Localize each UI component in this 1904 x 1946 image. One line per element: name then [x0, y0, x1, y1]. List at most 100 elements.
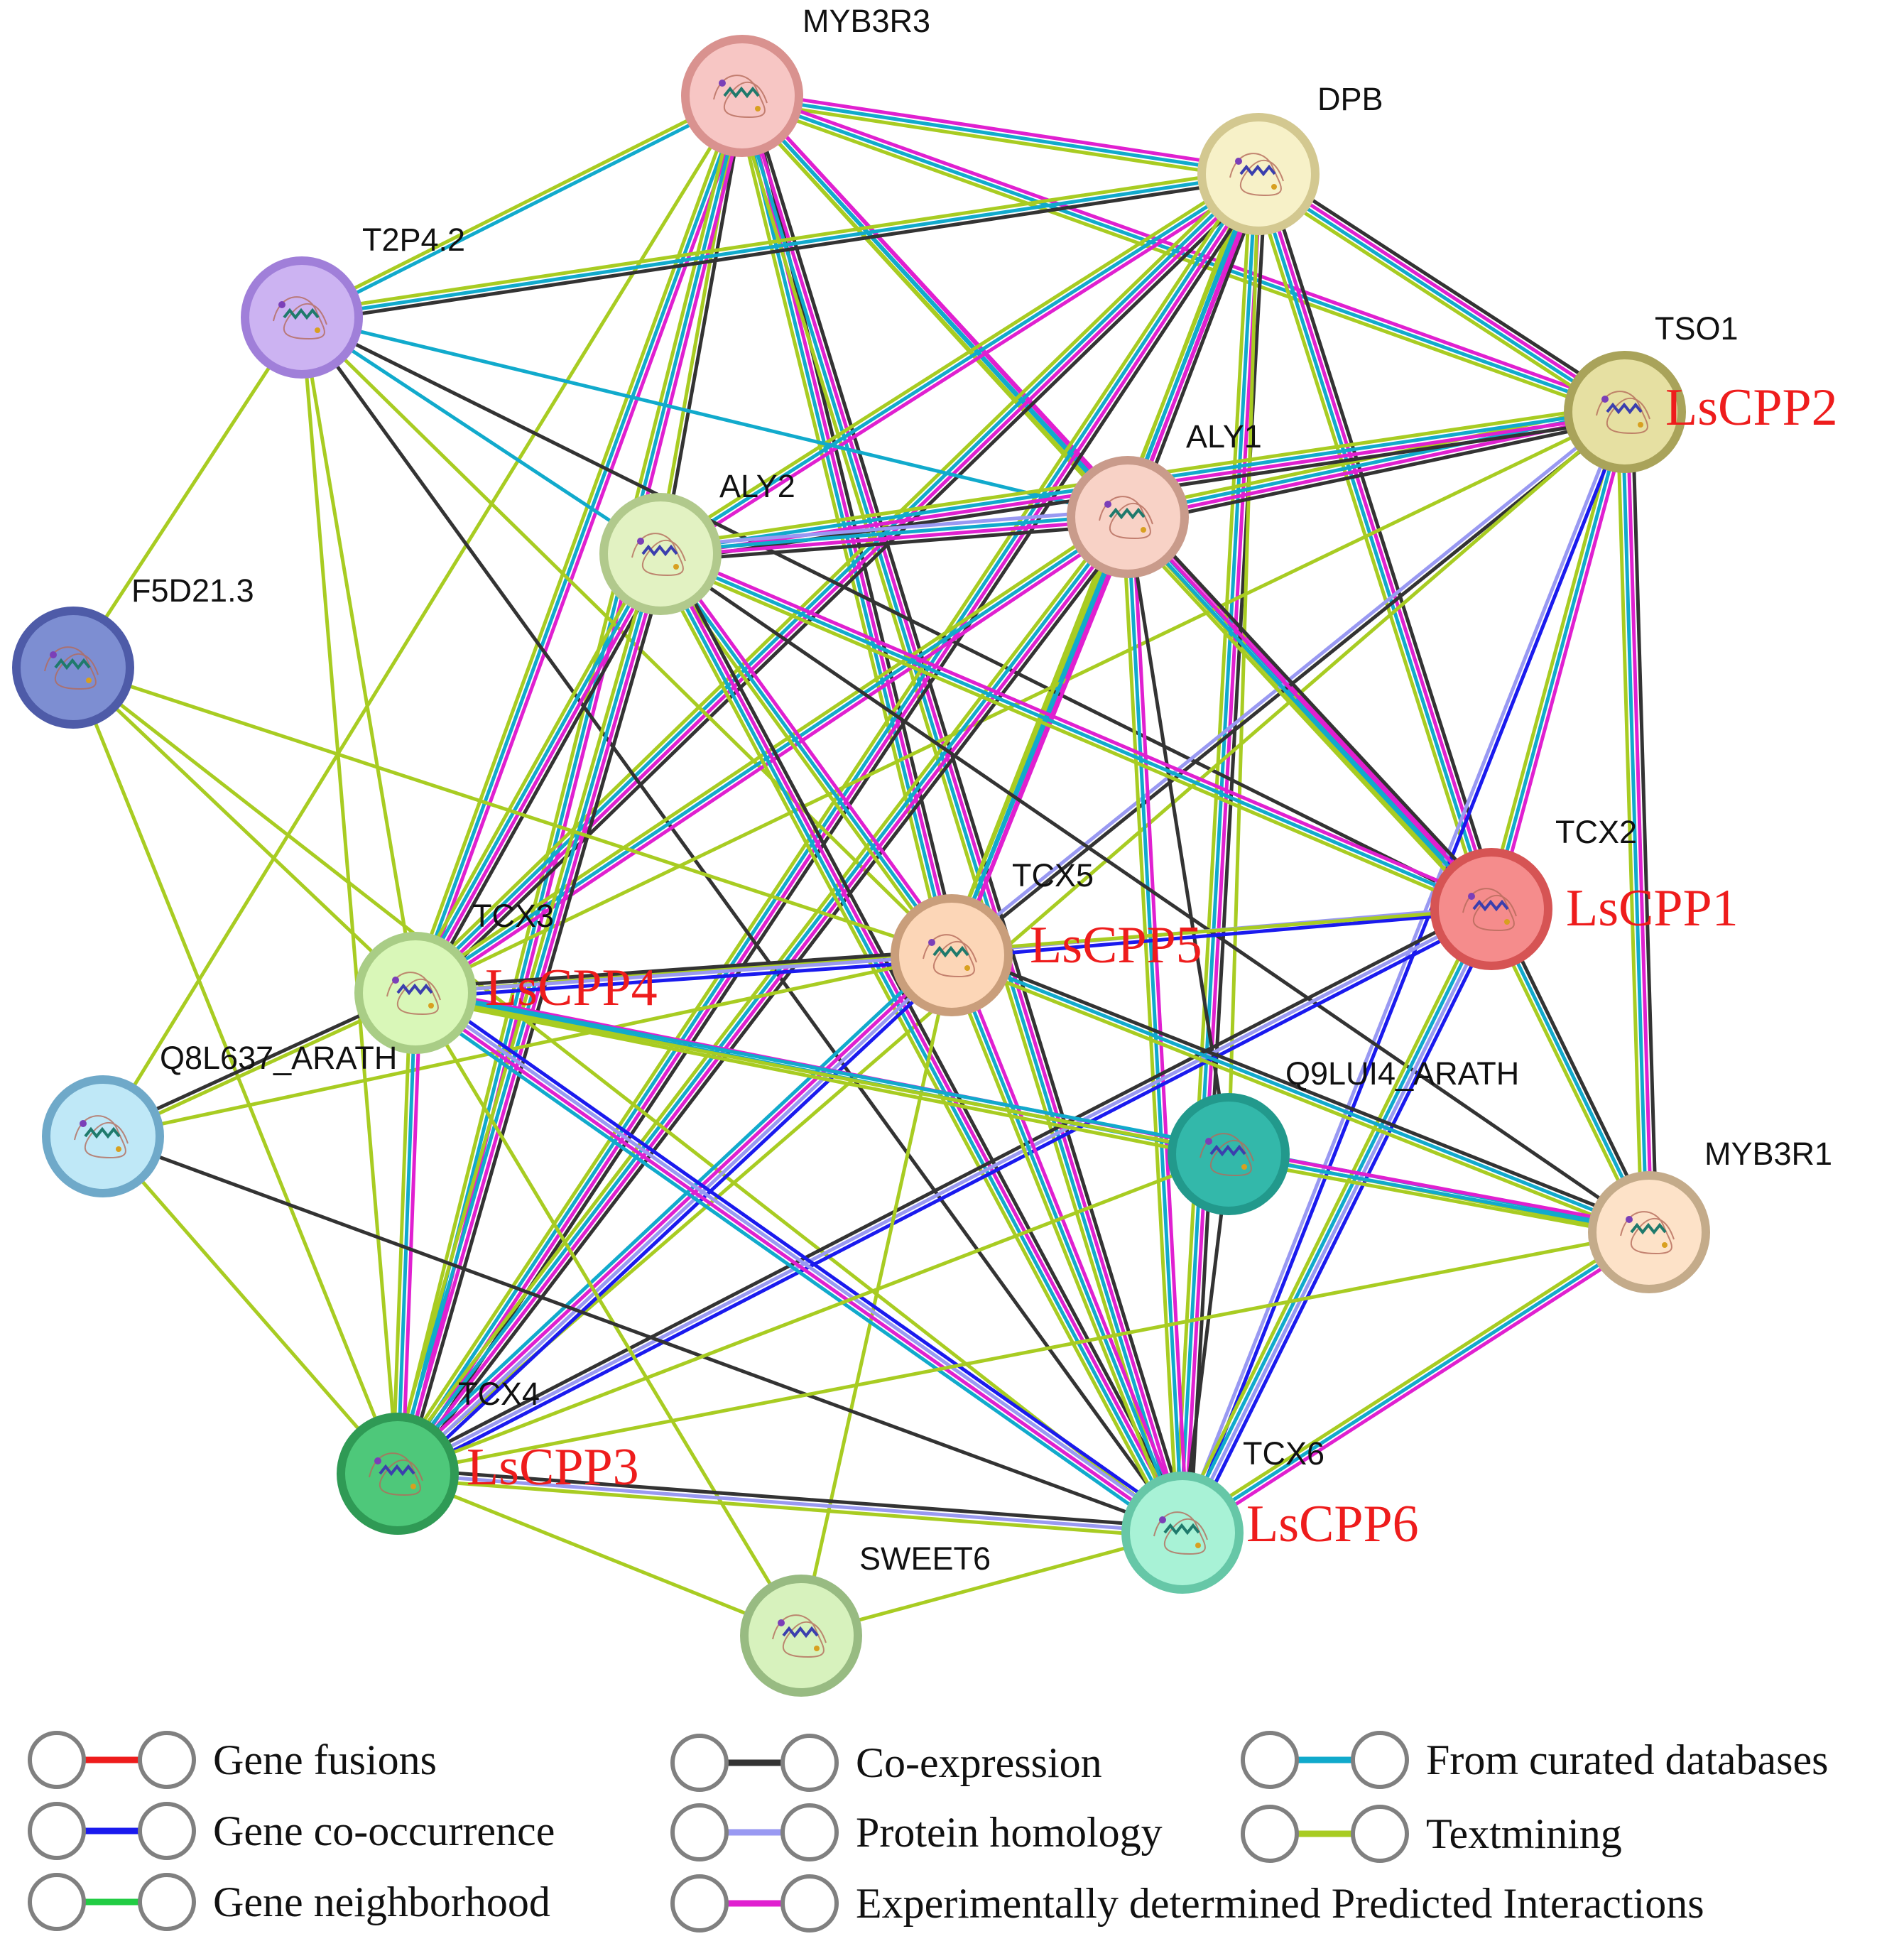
protein-structure-icon: [1199, 1133, 1254, 1177]
edge-TCX5-Q8L637_ARATH: [102, 953, 952, 1138]
edge-line-textmining: [391, 992, 413, 1474]
edge-line-protein_homology: [398, 955, 955, 1477]
edge-line-protein_homology: [949, 408, 1625, 955]
edge-line-curated: [660, 552, 1492, 911]
node-label: Q9LUI4_ARATH: [1285, 1055, 1519, 1092]
node-circle: [681, 35, 803, 157]
edge-line-textmining: [300, 317, 400, 1474]
protein-structure-icon: [1596, 391, 1650, 435]
protein-structure-icon: [923, 934, 977, 978]
edge-line-textmining: [1174, 905, 1486, 1531]
edge-line-experimental: [1182, 174, 1263, 1533]
edge-line-curated: [1254, 174, 1491, 911]
edge-line-curated: [950, 955, 1185, 1533]
node-label: T2P4.2: [362, 222, 465, 258]
legend-item-protein-homology: Protein homology: [670, 1803, 1163, 1861]
edge-line-curated: [1124, 517, 1491, 913]
legend-node-circle: [780, 1874, 839, 1933]
edge-TCX3-TCX6: [410, 985, 1188, 1540]
edge-line-protein_homology: [397, 1472, 1183, 1535]
edge-line-textmining: [72, 665, 952, 957]
edge-line-textmining: [1616, 412, 1644, 1233]
edge-line-curated: [393, 171, 1258, 1474]
edge-line-experimental: [1229, 1147, 1650, 1229]
node-label: ALY1: [1186, 418, 1262, 455]
node-aly2[interactable]: ALY2: [599, 468, 795, 615]
lscpp-annotation: LsCPP1: [1566, 879, 1739, 937]
edge-line-coexpression: [1187, 174, 1268, 1533]
edge-line-textmining: [72, 666, 1184, 1534]
node-q8l637-arath[interactable]: Q8L637_ARATH: [42, 1040, 397, 1197]
edge-line-curated: [391, 948, 948, 1470]
edge-line-textmining: [656, 168, 1257, 552]
edge-line-curated: [1621, 412, 1649, 1233]
edge-line-protein_homology: [396, 907, 1493, 1476]
node-dpb[interactable]: DPB: [1197, 81, 1383, 235]
edge-line-textmining: [397, 1472, 802, 1638]
edge-line-experimental: [398, 174, 1263, 1477]
edge-TCX3-SWEET6: [413, 991, 803, 1637]
edge-line-coexpression: [402, 177, 1266, 1479]
edge-line-gene_cooccurrence: [415, 958, 952, 1000]
node-circle: [241, 256, 363, 379]
edge-DPB-Q9LUI4_ARATH: [1226, 173, 1261, 1155]
legend-node-circle: [670, 1734, 729, 1792]
edge-MYB3R3-ALY2: [656, 94, 746, 555]
edge-line-textmining: [741, 99, 1258, 181]
edge-line-coexpression: [660, 522, 1129, 563]
node-label: TCX2: [1555, 814, 1637, 850]
edge-ALY2-TCX3: [407, 549, 669, 998]
legend-label: Gene neighborhood: [213, 1879, 550, 1925]
node-aly1[interactable]: ALY1: [1067, 418, 1262, 578]
node-f5d21-3[interactable]: F5D21.3: [12, 572, 254, 729]
edge-TCX6-SWEET6: [800, 1531, 1183, 1638]
node-myb3r1[interactable]: MYB3R1: [1588, 1136, 1832, 1293]
edge-line-curated: [396, 992, 418, 1474]
node-myb3r3[interactable]: MYB3R3: [681, 3, 930, 157]
edge-line-textmining: [102, 953, 952, 1138]
edge-line-curated: [1126, 516, 1185, 1533]
edge-line-curated: [410, 997, 1180, 1540]
legend-node-circle: [1351, 1805, 1409, 1863]
edge-F5D21.3-TCX5: [72, 665, 952, 957]
edge-line-curated: [1178, 173, 1258, 1533]
legend-node-circle: [1241, 1731, 1299, 1789]
edge-T2P4.2-F5D21.3: [71, 316, 304, 669]
edge-line-coexpression: [1128, 417, 1627, 526]
edge-line-coexpression: [402, 520, 1136, 1479]
lscpp-annotation: LsCPP4: [485, 959, 658, 1017]
node-circle: [1564, 351, 1686, 473]
edge-line-coexpression: [398, 1467, 1183, 1530]
edge-line-coexpression: [1261, 166, 1631, 408]
edge-line-curated: [659, 172, 1260, 556]
node-circle: [42, 1075, 164, 1197]
node-q9lui4-arath[interactable]: Q9LUI4_ARATH: [1168, 1055, 1519, 1215]
legend-label: From curated databases: [1426, 1736, 1828, 1783]
edge-line-textmining: [652, 556, 1177, 1538]
protein-structure-icon: [74, 1115, 129, 1159]
node-sweet6[interactable]: SWEET6: [740, 1540, 991, 1697]
edge-line-curated: [1256, 174, 1625, 416]
protein-structure-icon: [1229, 153, 1284, 197]
edge-MYB3R3-TCX6: [733, 93, 1192, 1535]
legend-node-circle: [1241, 1805, 1299, 1863]
edge-line-textmining: [1121, 521, 1488, 915]
edge-line-coexpression: [300, 315, 1493, 911]
edge-line-coexpression: [302, 177, 1260, 325]
edge-line-textmining: [945, 956, 1180, 1535]
lscpp-annotation: LsCPP5: [1030, 916, 1202, 974]
edge-line-curated: [741, 94, 1259, 176]
node-circle: [1197, 113, 1320, 235]
edge-line-coexpression: [747, 93, 1192, 1531]
edge-T2P4.2-ALY1: [301, 315, 1128, 519]
node-t2p4-2[interactable]: T2P4.2: [241, 222, 465, 379]
